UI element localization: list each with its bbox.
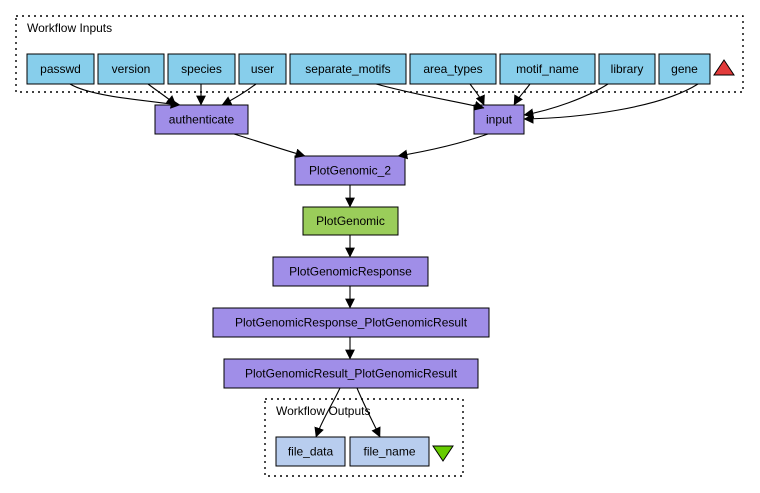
edge-passwd-authenticate: [69, 83, 181, 109]
input-passwd-label: passwd: [40, 62, 81, 76]
input-library-label: library: [611, 62, 644, 76]
output-file-data[interactable]: file_data: [275, 436, 346, 467]
output-file-name-label: file_name: [363, 445, 415, 459]
processor-authenticate-label: authenticate: [169, 113, 235, 127]
service-plotgenomic[interactable]: PlotGenomic: [302, 206, 399, 236]
edge-area-types-input: [469, 83, 485, 106]
edge-resultresult-filedata: [314, 387, 341, 438]
processor-result-result-label: PlotGenomicResult_PlotGenomicResult: [245, 367, 458, 381]
processor-plotgenomic-response[interactable]: PlotGenomicResponse: [272, 256, 429, 287]
input-motif-name-label: motif_name: [516, 62, 579, 76]
input-motif-name[interactable]: motif_name: [499, 53, 596, 85]
input-area-types-label: area_types: [423, 62, 482, 76]
input-user[interactable]: user: [238, 53, 287, 85]
processor-response-result-label: PlotGenomicResponse_PlotGenomicResult: [235, 316, 468, 330]
input-area-types[interactable]: area_types: [409, 53, 497, 85]
workflow-outputs-label: Workflow Outputs: [276, 404, 370, 418]
input-user-label: user: [251, 62, 274, 76]
input-version-label: version: [112, 62, 151, 76]
edge-authenticate-plotgenomic2: [233, 133, 306, 159]
edge-gene-input: [523, 83, 699, 124]
processor-plotgenomic-response-label: PlotGenomicResponse: [289, 265, 412, 279]
workflow-inputs-border: [15, 15, 744, 93]
input-gene[interactable]: gene: [658, 53, 711, 85]
workflow-outputs-group: Workflow Outputs: [264, 398, 464, 477]
processor-input-label: input: [486, 113, 513, 127]
input-species-label: species: [181, 62, 222, 76]
input-version[interactable]: version: [97, 53, 165, 85]
input-passwd[interactable]: passwd: [26, 53, 95, 85]
processor-authenticate[interactable]: authenticate: [154, 104, 249, 135]
input-species[interactable]: species: [167, 53, 236, 85]
edge-library-input: [523, 83, 609, 119]
edge-resultresult-filename: [356, 387, 381, 438]
processor-plotgenomic-2-label: PlotGenomic_2: [309, 164, 391, 178]
workflow-outputs-border: [264, 398, 464, 477]
processor-plotgenomic-2[interactable]: PlotGenomic_2: [294, 155, 406, 186]
edge-separate-motifs-input: [375, 83, 485, 111]
workflow-inputs-label: Workflow Inputs: [27, 21, 112, 35]
input-gene-label: gene: [671, 62, 698, 76]
input-separate-motifs[interactable]: separate_motifs: [289, 53, 407, 85]
processor-result-result[interactable]: PlotGenomicResult_PlotGenomicResult: [223, 358, 479, 389]
expand-outputs-triangle-icon[interactable]: [432, 445, 454, 462]
processor-input[interactable]: input: [473, 104, 525, 135]
edge-version-authenticate: [147, 83, 177, 106]
edge-user-authenticate: [221, 83, 257, 106]
input-separate-motifs-label: separate_motifs: [305, 62, 390, 76]
output-file-data-label: file_data: [288, 445, 334, 459]
input-library[interactable]: library: [598, 53, 656, 85]
edge-motif-name-input: [513, 83, 531, 106]
collapse-inputs-triangle-icon[interactable]: [713, 59, 735, 76]
edge-input-plotgenomic2: [397, 133, 489, 160]
service-plotgenomic-label: PlotGenomic: [316, 214, 385, 228]
processor-response-result[interactable]: PlotGenomicResponse_PlotGenomicResult: [212, 307, 490, 338]
output-file-name[interactable]: file_name: [349, 436, 430, 467]
workflow-inputs-group: Workflow Inputs: [15, 15, 744, 93]
